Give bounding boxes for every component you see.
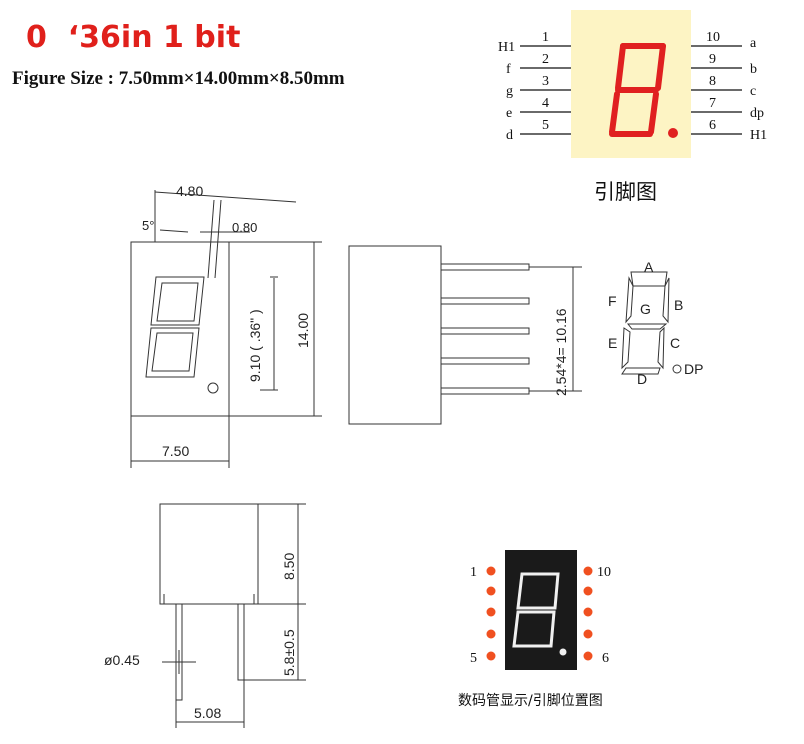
seg-label-f: F [608,293,617,309]
seg-label-b: B [674,297,683,313]
pin-3-name: g [506,84,513,99]
seg-label-c: C [670,335,680,351]
white-digit-icon [512,572,560,648]
pin-6-name: H1 [750,128,767,143]
white-dp-icon [559,648,567,656]
pin-9-number: 9 [709,52,716,67]
pin-9-name: b [750,62,757,77]
pin-position-diagram: 1 10 5 6 [470,550,611,670]
dim-pitch: 2.54*4= 10.16 [553,308,569,396]
front-view-drawing: 4.80 5° 0.80 9.10 ( .36" ) 14.00 7.50 [130,183,322,468]
dim-digit-height: 9.10 ( .36" ) [247,309,263,382]
pin-5-name: d [506,128,513,143]
pin-2-name: f [506,62,511,77]
seg-label-e: E [608,335,617,351]
dim-width: 7.50 [162,443,189,459]
bottom-view-drawing: 8.50 5.8±0.5 ø0.45 5.08 [104,503,306,728]
dim-body-height: 8.50 [281,553,297,580]
pin-1-number: 1 [542,30,549,45]
dim-pin-pitch: 5.08 [194,705,221,721]
pin-diagram: 1 2 3 4 5 H1 f g e d 10 9 8 7 6 a b c dp… [498,10,767,158]
dim-pin-length: 5.8±0.5 [281,629,297,676]
pin-7-name: dp [750,106,764,121]
seg-label-g: G [640,301,651,317]
dim-width-top: 4.80 [176,183,203,199]
pin-3-number: 3 [542,74,549,89]
seg-label-a: A [644,259,654,275]
pin-dots [486,566,593,661]
dim-gap: 0.80 [232,220,257,235]
pin-pos-label-1: 1 [470,565,477,580]
red-digit-icon [609,43,666,137]
dim-height: 14.00 [295,313,311,348]
pin-pos-label-10: 10 [597,565,611,580]
pin-8-number: 8 [709,74,716,89]
dim-angle: 5° [142,218,154,233]
pin-10-name: a [750,36,757,51]
pin-10-number: 10 [706,30,720,45]
pin-5-number: 5 [542,118,549,133]
pin-position-caption: 数码管显示/引脚位置图 [458,693,603,709]
pin-6-number: 6 [709,118,716,133]
pin-pos-label-5: 5 [470,651,477,666]
pin-4-name: e [506,106,512,121]
pin-pos-label-6: 6 [602,651,609,666]
seg-label-dp: DP [684,361,703,377]
pin-1-name: H1 [498,40,515,55]
side-view-drawing: 2.54*4= 10.16 [348,245,582,425]
pin-8-name: c [750,84,756,99]
dim-pin-dia: ø0.45 [104,652,140,668]
pin-4-number: 4 [542,96,549,111]
page-title: 0 ‘36in 1 bit [26,20,241,55]
segment-map: A B C D E F G DP [608,259,703,387]
pin-7-number: 7 [709,96,716,111]
pin-2-number: 2 [542,52,549,67]
seg-label-d: D [637,371,647,387]
pin-diagram-caption: 引脚图 [594,180,657,204]
red-dp-icon [668,128,678,138]
figure-size-text: Figure Size : 7.50mm×14.00mm×8.50mm [12,68,345,89]
